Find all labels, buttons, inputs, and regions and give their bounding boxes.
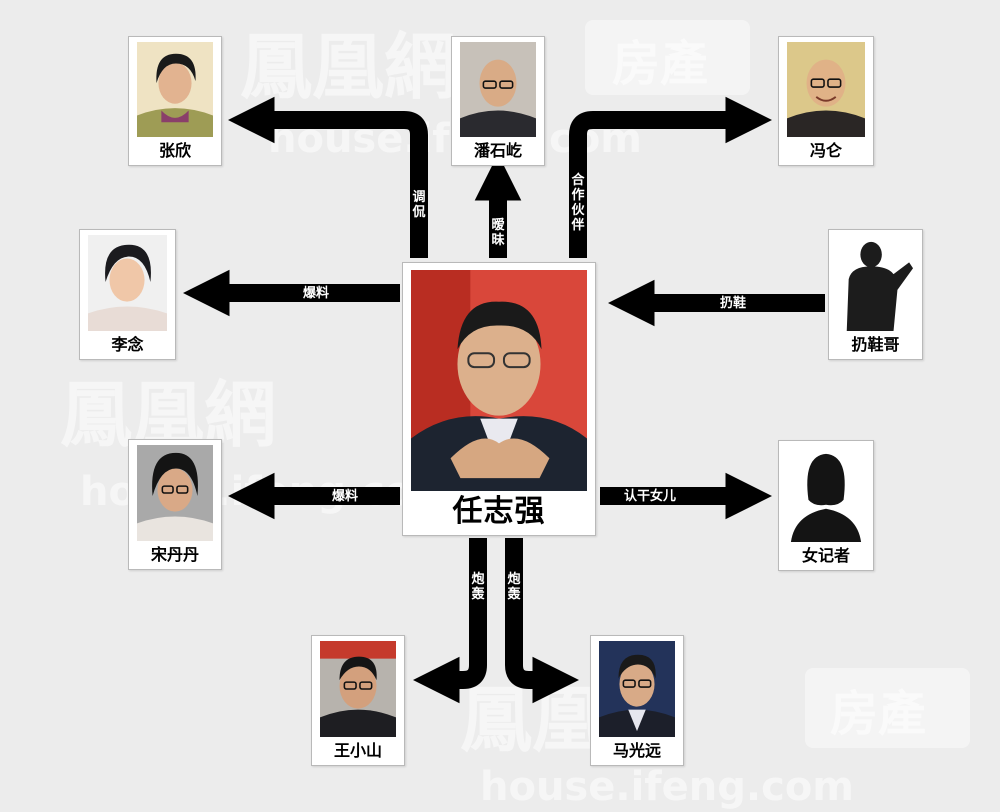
edge-label-wangxiaoshan: 炮轰 [471, 572, 485, 602]
arrow-maguangyuan [505, 538, 580, 704]
node-rengxiege: 扔鞋哥 [828, 229, 923, 360]
edge-label-linian: 爆料 [303, 286, 330, 301]
node-photo [137, 42, 213, 137]
node-photo [787, 446, 865, 542]
node-linian: 李念 [79, 229, 176, 360]
node-name: 王小山 [333, 741, 382, 760]
center-photo [411, 270, 587, 491]
node-nvjizhe: 女记者 [778, 440, 874, 571]
node-photo [787, 42, 865, 137]
edge-label-panshiyi: 暧昧 [491, 218, 505, 248]
node-photo [320, 641, 396, 737]
person-portrait-icon [460, 42, 536, 137]
node-photo [837, 235, 914, 331]
watermark-badge: 房產 [612, 36, 708, 92]
edge-label-zhangxin: 调侃 [412, 190, 426, 220]
node-name: 宋丹丹 [150, 545, 199, 564]
node-photo [88, 235, 167, 331]
edge-label-maguangyuan: 炮轰 [507, 572, 521, 602]
edge-label-nvjizhe: 认干女儿 [624, 489, 677, 504]
node-zhangxin: 张欣 [128, 36, 222, 166]
node-maguangyuan: 马光远 [590, 635, 684, 766]
person-portrait-icon [411, 270, 587, 491]
person-portrait-icon [137, 445, 213, 541]
watermark-badge-box [805, 668, 970, 748]
arrow-fenglun [569, 96, 773, 258]
center-name: 任志强 [452, 494, 546, 529]
node-name: 李念 [111, 335, 144, 354]
node-name: 张欣 [158, 141, 191, 160]
node-panshiyi: 潘石屹 [451, 36, 545, 166]
edge-label-rengxiege: 扔鞋 [720, 296, 747, 311]
watermark-url: house.ifeng.com [480, 764, 854, 810]
person-silhouette-icon [837, 235, 914, 331]
node-wangxiaoshan: 王小山 [311, 635, 405, 766]
node-photo [460, 42, 536, 137]
node-name: 扔鞋哥 [851, 335, 900, 354]
edge-label-fenglun: 合作伙伴 [571, 173, 585, 233]
watermark-badge-box [585, 20, 750, 95]
node-fenglun: 冯仑 [778, 36, 874, 166]
edge-label-songdandan: 爆料 [332, 489, 359, 504]
watermark-badge: 房產 [830, 686, 926, 742]
center-node: 任志强 [402, 262, 596, 536]
person-portrait-icon [88, 235, 167, 331]
person-portrait-icon [787, 42, 865, 137]
arrow-zhangxin [227, 96, 428, 258]
person-portrait-icon [320, 641, 396, 737]
person-silhouette-icon [787, 446, 865, 542]
node-songdandan: 宋丹丹 [128, 439, 222, 570]
node-photo [137, 445, 213, 541]
node-name: 冯仑 [809, 141, 842, 160]
watermark-cn: 鳳凰網 [240, 24, 456, 109]
node-name: 女记者 [801, 546, 850, 565]
node-photo [599, 641, 675, 737]
node-name: 潘石屹 [473, 141, 522, 160]
person-portrait-icon [137, 42, 213, 137]
person-portrait-icon [599, 641, 675, 737]
node-name: 马光远 [612, 741, 661, 760]
arrow-wangxiaoshan [412, 538, 487, 704]
